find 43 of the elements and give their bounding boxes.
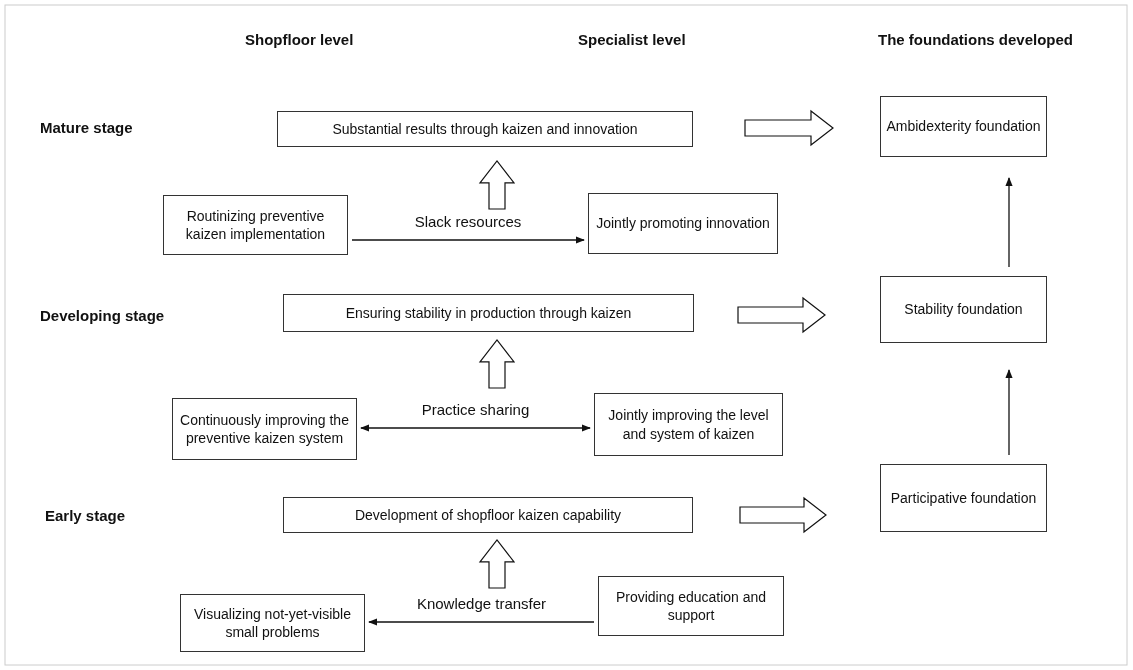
box-text: Jointly improving the level and system of kaizen [607, 406, 770, 443]
process-box [880, 464, 1047, 532]
process-box [277, 111, 693, 147]
box-text: Routinizing preventive kaizen implementation [184, 206, 327, 244]
block-arrow [478, 160, 516, 210]
block-arrow [737, 296, 826, 334]
block-arrow [744, 109, 834, 147]
box-text: Development of shopfloor kaizen capability [354, 505, 622, 525]
stage-label: Mature stage [40, 119, 133, 136]
process-box [163, 195, 348, 255]
block-arrow [739, 496, 827, 534]
process-box [283, 497, 693, 533]
box-text: Stability foundation [904, 300, 1023, 319]
box-text: Continuously improving the preventive kaizen system [179, 410, 350, 448]
block-arrow [478, 539, 516, 589]
arrow [360, 424, 591, 432]
arrow [1005, 369, 1013, 456]
process-box [283, 294, 694, 332]
process-box [172, 398, 357, 460]
box-text: Participative foundation [890, 488, 1037, 508]
process-box [180, 594, 365, 652]
process-box [588, 193, 778, 254]
stage-label: Early stage [45, 507, 126, 524]
arrow [368, 618, 595, 626]
box-text: Providing education and support [614, 587, 768, 625]
process-box [880, 96, 1047, 157]
edge-label: Practice sharing [419, 401, 532, 418]
column-heading: Shopfloor level [245, 31, 354, 48]
block-arrow [478, 339, 516, 389]
edge-label: Slack resources [412, 213, 524, 230]
box-text: Substantial results through kaizen and innovation [332, 119, 638, 139]
box-text: Visualizing not-yet-visible small problems [193, 604, 352, 642]
box-text: Ambidexterity foundation [886, 117, 1041, 136]
box-text: Jointly promoting innovation [596, 214, 770, 233]
box-text: Ensuring stability in production through kaizen [345, 303, 632, 323]
stage-label: Developing stage [40, 307, 165, 324]
process-box [594, 393, 783, 456]
arrow [1005, 177, 1013, 268]
arrow [351, 236, 585, 244]
process-box [598, 576, 784, 636]
column-heading: The foundations developed [878, 31, 1073, 48]
column-heading: Specialist level [578, 31, 686, 48]
process-box [880, 276, 1047, 343]
